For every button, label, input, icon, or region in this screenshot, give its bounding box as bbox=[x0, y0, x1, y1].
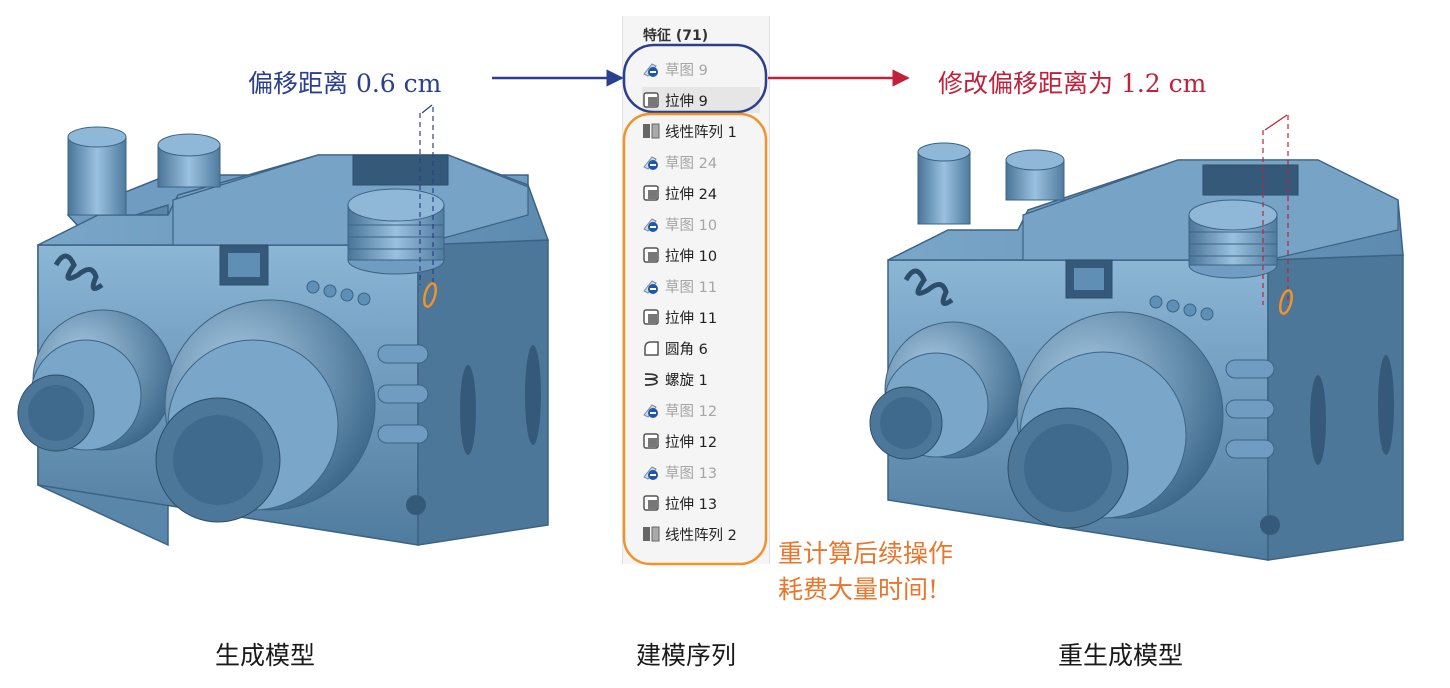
feature-tree-item[interactable]: 拉伸 24 bbox=[642, 180, 717, 206]
original-camera-model bbox=[17, 104, 550, 547]
feature-tree-item-label: 草图 12 bbox=[665, 403, 718, 420]
feature-tree-item[interactable]: 草图 11 bbox=[642, 273, 717, 299]
feature-tree-item-label: 拉伸 12 bbox=[665, 434, 718, 451]
feature-tree-item[interactable]: 拉伸 10 bbox=[642, 242, 717, 268]
pattern-icon bbox=[642, 525, 665, 543]
sketch-icon bbox=[642, 401, 665, 419]
sketch-icon bbox=[642, 60, 665, 78]
regenerated-camera-model bbox=[869, 114, 1404, 561]
feature-tree-item[interactable]: 线性阵列 2 bbox=[642, 521, 737, 547]
feature-tree-item[interactable]: 螺旋 1 bbox=[642, 366, 708, 392]
feature-tree-item[interactable]: 拉伸 11 bbox=[642, 304, 717, 330]
feature-tree-item[interactable]: 草图 12 bbox=[642, 397, 717, 423]
extrude-icon bbox=[642, 246, 665, 264]
feature-tree-item[interactable]: 草图 9 bbox=[642, 56, 708, 82]
sketch-icon bbox=[642, 463, 665, 481]
sketch-icon bbox=[642, 277, 665, 295]
pattern-icon bbox=[642, 122, 665, 140]
feature-tree-item-label: 拉伸 11 bbox=[665, 310, 718, 327]
original-offset-label: 偏移距离 0.6 cm bbox=[248, 69, 442, 98]
fillet-icon bbox=[642, 339, 665, 357]
helix-icon bbox=[642, 370, 665, 388]
feature-tree-item-label: 拉伸 24 bbox=[665, 186, 718, 203]
feature-tree-item[interactable]: 草图 24 bbox=[642, 149, 717, 175]
modified-offset-label: 修改偏移距离为 1.2 cm bbox=[938, 69, 1207, 98]
recompute-note-line2: 耗费大量时间! bbox=[778, 575, 939, 604]
feature-tree-header: 特征 (71) bbox=[643, 28, 709, 44]
caption-original-model: 生成模型 bbox=[215, 641, 316, 670]
feature-tree-item-label: 拉伸 10 bbox=[665, 248, 718, 265]
feature-tree-item-label: 草图 11 bbox=[665, 279, 718, 296]
sketch-icon bbox=[642, 153, 665, 171]
feature-tree-item[interactable]: 圆角 6 bbox=[642, 335, 708, 361]
sketch-icon bbox=[642, 215, 665, 233]
feature-tree-item[interactable]: 拉伸 12 bbox=[642, 428, 717, 454]
caption-modeling-sequence: 建模序列 bbox=[636, 641, 737, 670]
feature-tree-item[interactable]: 拉伸 13 bbox=[642, 490, 717, 516]
feature-tree-item-label: 线性阵列 2 bbox=[665, 527, 737, 544]
feature-tree-item-label: 草图 24 bbox=[665, 155, 718, 172]
feature-tree-item[interactable]: 拉伸 9 bbox=[642, 87, 760, 113]
extrude-icon bbox=[642, 91, 665, 109]
feature-tree-item[interactable]: 草图 10 bbox=[642, 211, 717, 237]
feature-tree-item-label: 草图 10 bbox=[665, 217, 718, 234]
feature-tree-item-label: 草图 9 bbox=[665, 62, 708, 79]
feature-tree-item-label: 草图 13 bbox=[665, 465, 718, 482]
feature-tree-item-label: 拉伸 9 bbox=[665, 93, 708, 110]
caption-regenerated-model: 重生成模型 bbox=[1058, 641, 1184, 670]
extrude-icon bbox=[642, 494, 665, 512]
feature-tree-item-label: 螺旋 1 bbox=[665, 372, 708, 389]
recompute-note: 重计算后续操作 耗费大量时间! bbox=[778, 536, 953, 608]
extrude-icon bbox=[642, 184, 665, 202]
extrude-icon bbox=[642, 308, 665, 326]
recompute-note-line1: 重计算后续操作 bbox=[778, 539, 954, 568]
feature-tree-item[interactable]: 线性阵列 1 bbox=[642, 118, 737, 144]
extrude-icon bbox=[642, 432, 665, 450]
feature-tree-item-label: 拉伸 13 bbox=[665, 496, 718, 513]
feature-tree-item[interactable]: 草图 13 bbox=[642, 459, 717, 485]
feature-tree-item-label: 圆角 6 bbox=[665, 341, 708, 358]
feature-tree-item-label: 线性阵列 1 bbox=[665, 124, 737, 141]
